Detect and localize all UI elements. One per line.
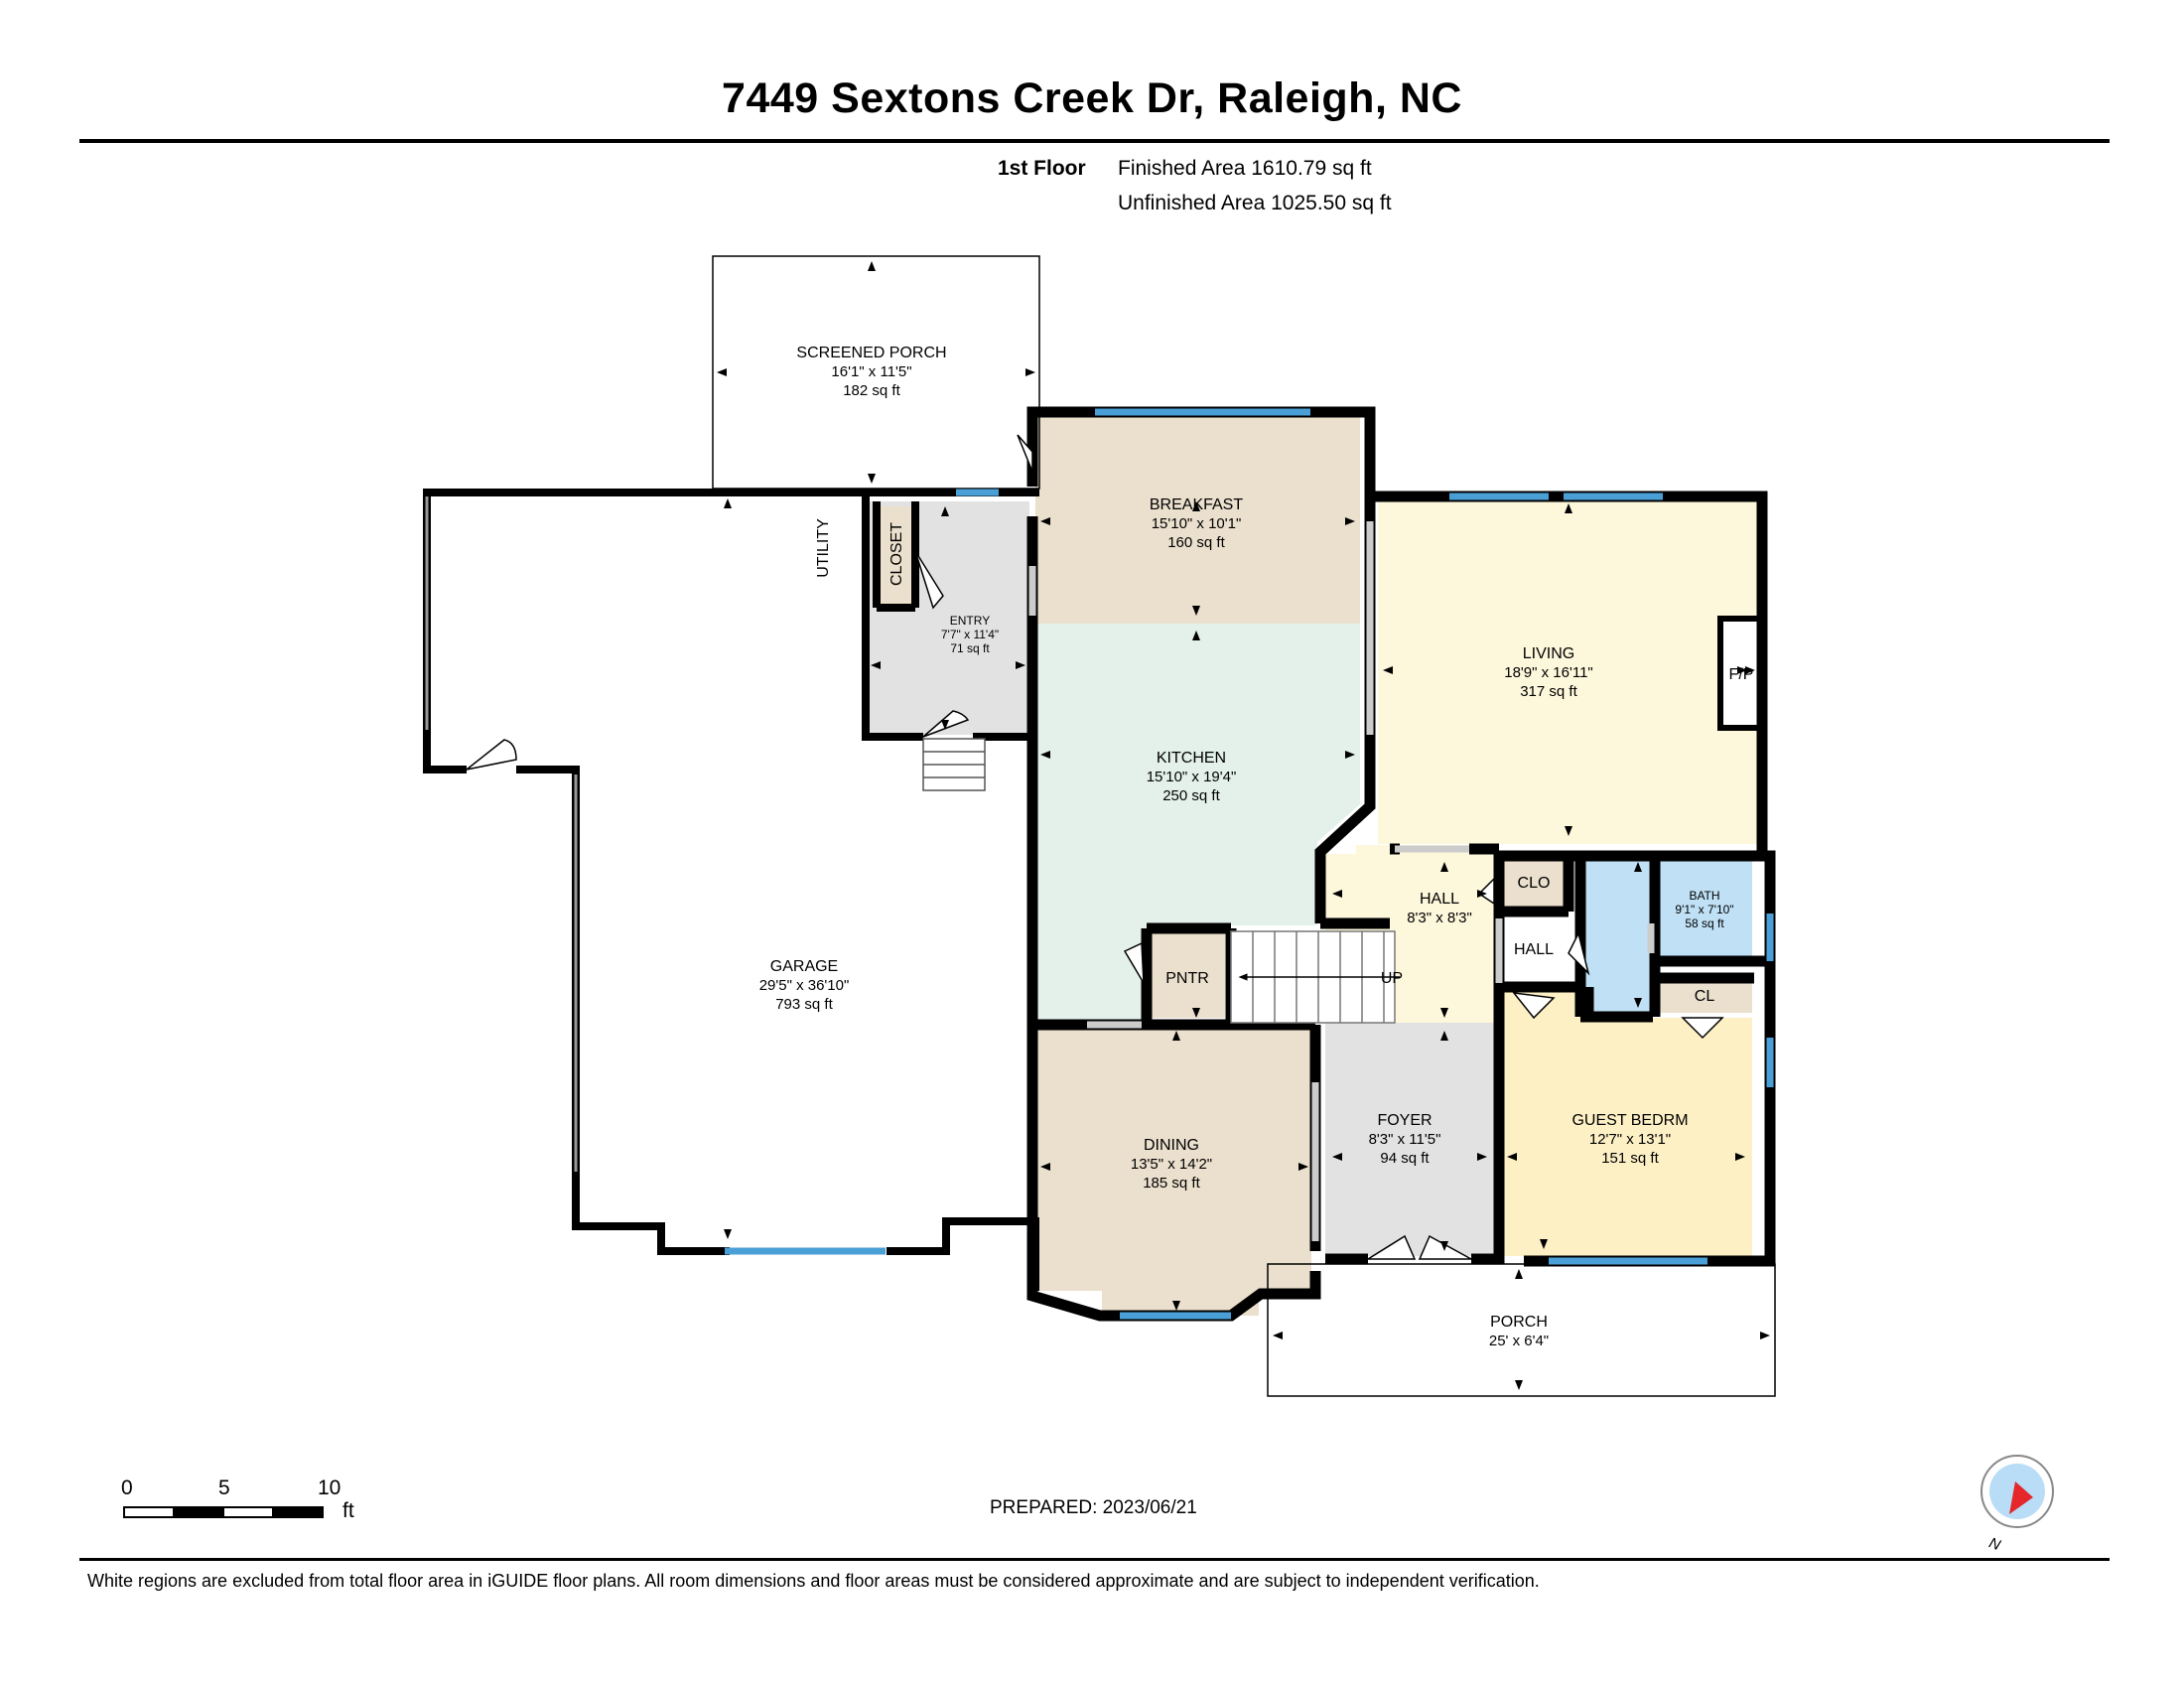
svg-text:151 sq ft: 151 sq ft — [1601, 1150, 1659, 1167]
svg-text:SCREENED PORCH: SCREENED PORCH — [796, 345, 946, 361]
svg-text:GUEST BEDRM: GUEST BEDRM — [1571, 1112, 1688, 1129]
svg-text:160 sq ft: 160 sq ft — [1167, 534, 1225, 551]
svg-text:58 sq ft: 58 sq ft — [1685, 916, 1724, 930]
breakfast-fill — [1035, 412, 1360, 624]
dining-fill — [1035, 1025, 1311, 1316]
svg-text:182 sq ft: 182 sq ft — [843, 382, 900, 399]
entry-walls — [862, 492, 1032, 741]
fireplace-label: F/P — [1729, 666, 1754, 683]
room-label-breakfast: BREAKFAST 15'10" x 10'1" 160 sq ft — [1150, 496, 1243, 551]
room-label-guest-bedroom: GUEST BEDRM 12'7" x 13'1" 151 sq ft — [1571, 1112, 1688, 1167]
svg-text:15'10" x 19'4": 15'10" x 19'4" — [1147, 769, 1237, 785]
compass-icon — [1980, 1455, 2054, 1528]
cl-label: CL — [1695, 988, 1715, 1005]
svg-text:8'3" x 11'5": 8'3" x 11'5" — [1369, 1131, 1441, 1148]
windows — [725, 408, 1774, 1320]
scale-bar — [123, 1506, 324, 1518]
svg-text:317 sq ft: 317 sq ft — [1520, 683, 1577, 700]
kitchen-fill — [1035, 624, 1360, 1020]
title-divider — [79, 139, 2110, 143]
clo-label: CLO — [1518, 875, 1551, 892]
porch-outline — [1267, 1263, 1776, 1397]
svg-text:KITCHEN: KITCHEN — [1157, 750, 1226, 767]
room-label-hall: HALL 8'3" x 8'3" — [1407, 891, 1472, 926]
scale-tick-0: 0 — [121, 1477, 133, 1499]
fireplace-fill — [1717, 616, 1763, 731]
room-label-kitchen: KITCHEN 15'10" x 19'4" 250 sq ft — [1147, 750, 1237, 804]
svg-text:GARAGE: GARAGE — [770, 958, 838, 975]
svg-text:18'9" x 16'11": 18'9" x 16'11" — [1504, 664, 1593, 681]
svg-text:ENTRY: ENTRY — [950, 614, 990, 628]
svg-text:71 sq ft: 71 sq ft — [950, 641, 990, 655]
svg-text:250 sq ft: 250 sq ft — [1162, 787, 1220, 804]
compass-north-label: N — [1986, 1534, 2002, 1554]
utility-label: UTILITY — [815, 518, 832, 578]
entry-steps — [922, 738, 986, 791]
svg-text:12'7" x 13'1": 12'7" x 13'1" — [1589, 1131, 1671, 1148]
room-label-foyer: FOYER 8'3" x 11'5" 94 sq ft — [1369, 1112, 1441, 1167]
living-fill — [1378, 496, 1762, 844]
disclaimer-text: White regions are excluded from total fl… — [87, 1571, 1540, 1591]
dimension-arrows — [717, 261, 1770, 1390]
bath-hall-fill — [1583, 856, 1651, 1013]
room-label-bath: BATH 9'1" x 7'10" 58 sq ft — [1675, 889, 1733, 930]
svg-text:LIVING: LIVING — [1523, 645, 1574, 662]
svg-text:15'10" x 10'1": 15'10" x 10'1" — [1152, 515, 1242, 532]
scale-tick-10: 10 — [318, 1477, 341, 1499]
page-title: 7449 Sextons Creek Dr, Raleigh, NC — [722, 74, 1462, 122]
room-label-porch: PORCH 25' x 6'4" — [1489, 1314, 1549, 1349]
guest-bedroom-fill — [1499, 987, 1752, 1256]
svg-text:185 sq ft: 185 sq ft — [1143, 1175, 1200, 1192]
svg-text:793 sq ft: 793 sq ft — [775, 996, 833, 1013]
finished-area: Finished Area 1610.79 sq ft — [1118, 157, 1372, 180]
garage-openings — [425, 496, 578, 1172]
door-openings — [1028, 521, 1655, 1241]
stairs-up-label: UP — [1381, 970, 1403, 987]
footer-divider — [79, 1558, 2110, 1561]
svg-text:94 sq ft: 94 sq ft — [1380, 1150, 1430, 1167]
svg-text:FOYER: FOYER — [1377, 1112, 1432, 1129]
svg-text:9'1" x 7'10": 9'1" x 7'10" — [1675, 903, 1733, 916]
svg-text:25' x 6'4": 25' x 6'4" — [1489, 1333, 1549, 1349]
stairs — [1230, 930, 1400, 1024]
prepared-date: PREPARED: 2023/06/21 — [990, 1497, 1197, 1518]
foyer-fill — [1325, 1023, 1494, 1256]
svg-text:7'7" x 11'4": 7'7" x 11'4" — [941, 628, 999, 641]
closet-label: CLOSET — [888, 522, 905, 586]
scale-unit: ft — [342, 1499, 354, 1522]
svg-text:29'5" x 36'10": 29'5" x 36'10" — [759, 977, 850, 994]
svg-text:13'5" x 14'2": 13'5" x 14'2" — [1131, 1156, 1212, 1173]
room-label-garage: GARAGE 29'5" x 36'10" 793 sq ft — [759, 958, 850, 1013]
svg-text:HALL: HALL — [1420, 891, 1459, 908]
svg-text:PORCH: PORCH — [1490, 1314, 1548, 1331]
scale-tick-5: 5 — [218, 1477, 230, 1499]
pntr-fill — [1150, 933, 1225, 1018]
clo-fill — [1499, 856, 1569, 910]
closet-fill — [880, 506, 911, 606]
bath-fill — [1658, 856, 1752, 961]
pantry-label: PNTR — [1165, 970, 1209, 987]
room-label-entry: ENTRY 7'7" x 11'4" 71 sq ft — [941, 614, 999, 655]
room-label-dining: DINING 13'5" x 14'2" 185 sq ft — [1131, 1137, 1212, 1192]
room-label-living: LIVING 18'9" x 16'11" 317 sq ft — [1504, 645, 1593, 700]
svg-text:BATH: BATH — [1689, 889, 1719, 903]
svg-text:16'1" x 11'5": 16'1" x 11'5" — [831, 363, 911, 380]
svg-text:BREAKFAST: BREAKFAST — [1150, 496, 1243, 513]
unfinished-area: Unfinished Area 1025.50 sq ft — [1118, 192, 1392, 214]
hall2-label: HALL — [1514, 941, 1554, 958]
floor-label: 1st Floor — [998, 157, 1086, 180]
svg-text:DINING: DINING — [1144, 1137, 1199, 1154]
room-label-screened-porch: SCREENED PORCH 16'1" x 11'5" 182 sq ft — [796, 345, 946, 399]
svg-text:8'3" x 8'3": 8'3" x 8'3" — [1407, 910, 1472, 926]
